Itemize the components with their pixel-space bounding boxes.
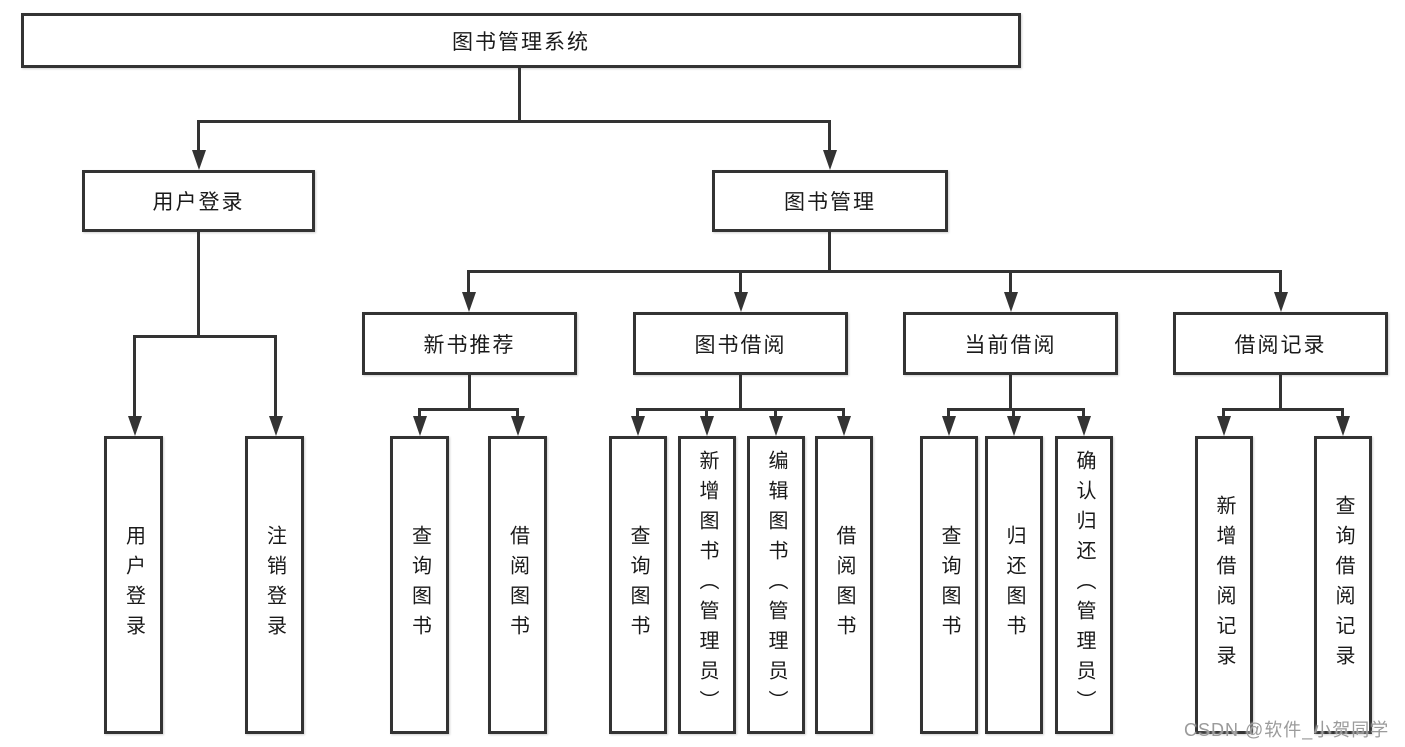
- edge-arrow-borrowing-add: [705, 408, 708, 416]
- leaf-confirm-return-admin-label: 确认归还（管理员）: [1073, 450, 1095, 720]
- node-new-book-recommendation: 新书推荐: [362, 312, 577, 375]
- leaf-borrow-books-recommend-label: 借阅图书: [506, 525, 529, 645]
- edge-arrow-to-current-borrowing: [1009, 270, 1012, 292]
- leaf-return-book: 归还图书: [985, 436, 1043, 734]
- node-current-borrowing: 当前借阅: [903, 312, 1118, 375]
- leaf-borrow-books-borrowing: 借阅图书: [815, 436, 873, 734]
- leaf-user-login-label: 用户登录: [122, 525, 145, 645]
- edge-records-hline: [1222, 408, 1344, 411]
- leaf-add-borrow-record-label: 新增借阅记录: [1213, 495, 1235, 675]
- leaf-query-books-borrowing-label: 查询图书: [627, 525, 649, 645]
- edge-borrowing-hline: [636, 408, 845, 411]
- edge-current-stub: [1009, 373, 1012, 411]
- node-book-management: 图书管理: [712, 170, 948, 232]
- edge-arrow-records-query: [1341, 408, 1344, 416]
- leaf-logout: 注销登录: [245, 436, 304, 734]
- leaf-logout-label: 注销登录: [263, 525, 286, 645]
- edge-arrow-recommendation-query: [418, 408, 421, 416]
- edge-arrow-borrowing-borrow: [842, 408, 845, 416]
- leaf-edit-book-admin: 编辑图书（管理员）: [747, 436, 805, 734]
- leaf-confirm-return-admin: 确认归还（管理员）: [1055, 436, 1113, 734]
- edge-borrowing-stub: [739, 373, 742, 411]
- edge-root-hline: [197, 120, 831, 123]
- leaf-edit-book-admin-label: 编辑图书（管理员）: [765, 450, 787, 720]
- edge-arrow-to-borrowing-records: [1279, 270, 1282, 292]
- edge-arrow-current-confirm: [1082, 408, 1085, 416]
- leaf-query-borrow-record: 查询借阅记录: [1314, 436, 1372, 734]
- node-book-borrowing: 图书借阅: [633, 312, 848, 375]
- edge-arrow-to-user-login: [197, 120, 200, 150]
- leaf-add-borrow-record: 新增借阅记录: [1195, 436, 1253, 734]
- edge-book-management-hline: [467, 270, 1282, 273]
- edge-arrow-current-query: [947, 408, 950, 416]
- leaf-query-books-recommend: 查询图书: [390, 436, 449, 734]
- edge-records-stub: [1279, 373, 1282, 411]
- edge-current-hline: [947, 408, 1085, 411]
- leaf-query-books-recommend-label: 查询图书: [408, 525, 431, 645]
- edge-arrow-borrowing-query: [636, 408, 639, 416]
- leaf-return-book-label: 归还图书: [1003, 525, 1025, 645]
- leaf-add-book-admin: 新增图书（管理员）: [678, 436, 736, 734]
- edge-arrow-to-book-borrowing: [739, 270, 742, 292]
- edge-recommendation-stub: [468, 373, 471, 411]
- edge-user-login-hline: [133, 335, 277, 338]
- watermark: CSDN @软件_小贺同学: [1184, 720, 1390, 740]
- edge-arrow-to-new-book-recommendation: [467, 270, 470, 292]
- leaf-query-borrow-record-label: 查询借阅记录: [1332, 495, 1354, 675]
- node-library-management-system: 图书管理系统: [21, 13, 1021, 68]
- node-user-login: 用户登录: [82, 170, 315, 232]
- edge-recommendation-hline: [418, 408, 519, 411]
- node-borrowing-records: 借阅记录: [1173, 312, 1388, 375]
- edge-arrow-records-add: [1222, 408, 1225, 416]
- edge-arrow-current-return: [1012, 408, 1015, 416]
- edge-arrow-to-book-management: [828, 120, 831, 150]
- edge-root-stub: [518, 66, 521, 123]
- leaf-query-books-current-label: 查询图书: [938, 525, 960, 645]
- leaf-query-books-borrowing: 查询图书: [609, 436, 667, 734]
- edge-user-login-stub: [197, 230, 200, 338]
- leaf-add-book-admin-label: 新增图书（管理员）: [696, 450, 718, 720]
- edge-arrow-to-leaf-logout: [274, 335, 277, 416]
- leaf-user-login: 用户登录: [104, 436, 163, 734]
- edge-book-management-stub: [828, 230, 831, 273]
- edge-arrow-recommendation-borrow: [516, 408, 519, 416]
- leaf-borrow-books-borrowing-label: 借阅图书: [833, 525, 855, 645]
- leaf-borrow-books-recommend: 借阅图书: [488, 436, 547, 734]
- edge-arrow-to-leaf-user-login: [133, 335, 136, 416]
- edge-arrow-borrowing-edit: [774, 408, 777, 416]
- leaf-query-books-current: 查询图书: [920, 436, 978, 734]
